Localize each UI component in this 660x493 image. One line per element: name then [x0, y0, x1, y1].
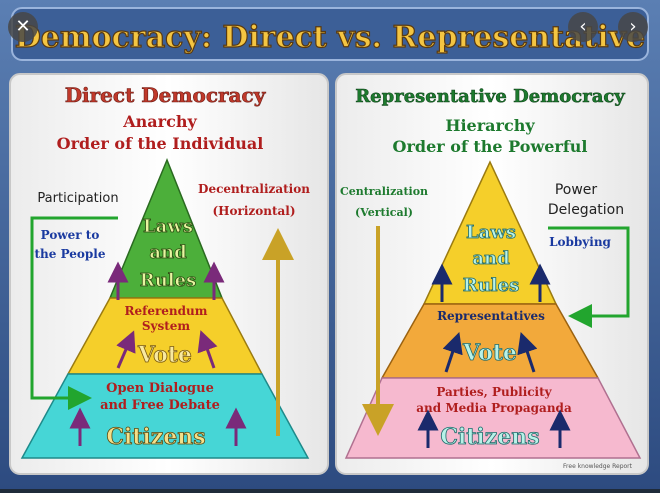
left-arrow-up-4: [197, 330, 218, 369]
right-media: and Media Propaganda: [416, 401, 572, 415]
right-and: and: [472, 248, 510, 269]
right-sub1: Hierarchy: [445, 116, 535, 135]
left-decentralization: Decentralization: [198, 182, 310, 196]
left-and: and: [149, 242, 187, 263]
right-centralization: Centralization: [340, 185, 428, 198]
right-parties: Parties, Publicity: [436, 385, 552, 399]
left-participation-loop-arrow: [30, 216, 118, 410]
left-open-dialogue: Open Dialogue: [106, 381, 214, 396]
left-free-debate: and Free Debate: [100, 398, 220, 413]
close-icon[interactable]: ✕: [8, 12, 38, 42]
left-sub2: Order of the Individual: [57, 134, 264, 153]
left-power-to: Power to: [41, 228, 100, 242]
right-delegation-loop-arrow: [548, 226, 630, 328]
left-the-people: the People: [34, 247, 105, 261]
right-laws: Laws: [466, 222, 516, 243]
right-credit: Free knowledge Report: [563, 463, 633, 470]
right-representatives: Representatives: [437, 309, 545, 323]
right-title: Representative Democracy: [355, 86, 625, 107]
right-sub2: Order of the Powerful: [393, 137, 588, 156]
chevron-left-icon[interactable]: ‹: [568, 12, 598, 42]
left-system: System: [142, 319, 191, 333]
left-horizontal: (Horizontal): [213, 204, 296, 218]
main-title: Democracy: Direct vs. Representative: [15, 20, 645, 55]
right-rules: Rules: [463, 275, 519, 296]
left-vote: Vote: [137, 342, 192, 368]
left-participation: Participation: [37, 191, 118, 206]
left-sub1: Anarchy: [122, 112, 197, 131]
left-referendum: Referendum: [125, 304, 208, 318]
left-arrow-up-3: [116, 330, 136, 369]
right-vertical: (Vertical): [355, 206, 413, 219]
right-layer-citizens: [344, 377, 642, 459]
left-laws: Laws: [143, 216, 193, 237]
right-arrow-up-3: [442, 332, 463, 373]
right-power: Power: [555, 182, 598, 198]
left-rules: Rules: [140, 270, 196, 291]
right-lobbying: Lobbying: [549, 235, 611, 249]
right-arrow-up-4: [517, 332, 538, 373]
right-citizens: Citizens: [440, 424, 539, 450]
left-title: Direct Democracy: [65, 83, 267, 107]
chevron-right-icon[interactable]: ›: [618, 12, 648, 42]
left-citizens: Citizens: [106, 424, 205, 450]
right-vote: Vote: [462, 340, 517, 366]
right-delegation: Delegation: [548, 202, 624, 218]
